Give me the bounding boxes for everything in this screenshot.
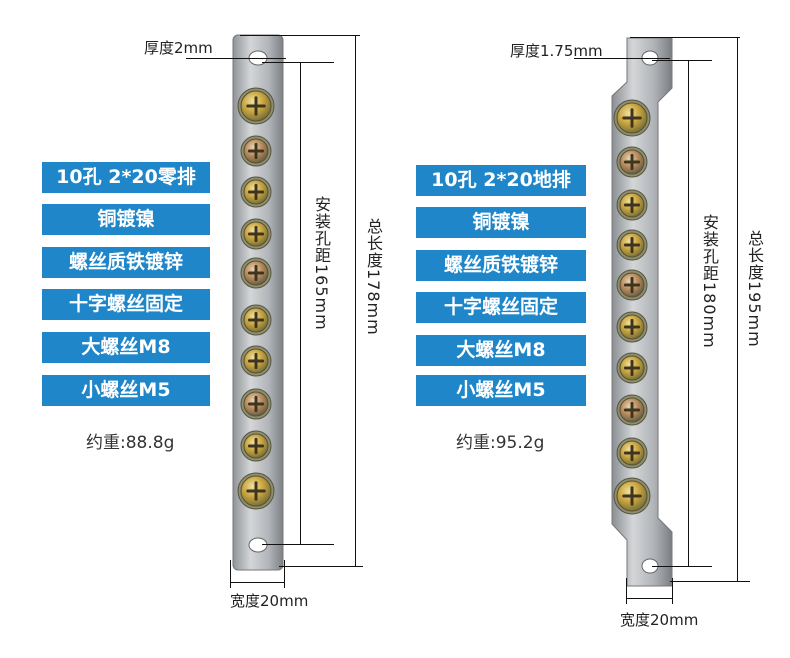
right-screw-icon	[616, 189, 648, 221]
left-spec-label-big-screw: 大螺丝M8	[42, 332, 210, 363]
left-weight-text: 约重:88.8g	[86, 433, 175, 453]
right-spec-label-big-screw: 大螺丝M8	[416, 335, 586, 366]
left-total-length-text: 总长度178mm	[364, 218, 383, 336]
left-spec-label-small-screw: 小螺丝M5	[42, 375, 210, 406]
right-hole-distance-text: 安装孔距180mm	[700, 214, 719, 349]
left-screw-icon	[240, 176, 272, 208]
right-screw-icon	[616, 394, 648, 426]
right-spec-label-screw-material: 螺丝质铁镀锌	[416, 250, 586, 281]
right-spec-label-fixing: 十字螺丝固定	[416, 292, 586, 323]
left-hole-distance-text: 安装孔距165mm	[312, 196, 331, 331]
left-screw-icon	[240, 388, 272, 420]
right-width-text: 宽度20mm	[620, 611, 699, 629]
right-spec-label-material: 铜镀镍	[416, 207, 586, 238]
left-spec-label-material: 铜镀镍	[42, 204, 210, 235]
right-thickness-text: 厚度1.75mm	[510, 42, 603, 60]
left-spec-label-title: 10孔 2*20零排	[42, 162, 210, 193]
left-width-text: 宽度20mm	[230, 592, 309, 610]
left-spec-label-screw-material: 螺丝质铁镀锌	[42, 247, 210, 278]
left-screw-icon	[240, 345, 272, 377]
right-screw-icon	[616, 269, 648, 301]
right-weight-text: 约重:95.2g	[456, 433, 545, 453]
right-spec-label-title: 10孔 2*20地排	[416, 165, 586, 196]
right-screw-icon	[613, 477, 651, 515]
right-screw-icon	[616, 229, 648, 261]
left-screw-icon	[240, 304, 272, 336]
left-thickness-text: 厚度2mm	[144, 39, 213, 57]
right-screw-icon	[613, 99, 651, 137]
right-total-length-text: 总长度195mm	[745, 230, 764, 348]
left-screw-icon	[240, 218, 272, 250]
right-spec-label-small-screw: 小螺丝M5	[416, 375, 586, 406]
right-screw-icon	[616, 146, 648, 178]
left-screw-icon	[240, 257, 272, 289]
right-screw-icon	[616, 437, 648, 469]
right-screw-icon	[616, 352, 648, 384]
left-screw-icon	[237, 472, 275, 510]
right-screw-icon	[616, 311, 648, 343]
left-screw-icon	[240, 430, 272, 462]
left-screw-icon	[237, 87, 275, 125]
left-screw-icon	[240, 135, 272, 167]
left-spec-label-fixing: 十字螺丝固定	[42, 289, 210, 320]
